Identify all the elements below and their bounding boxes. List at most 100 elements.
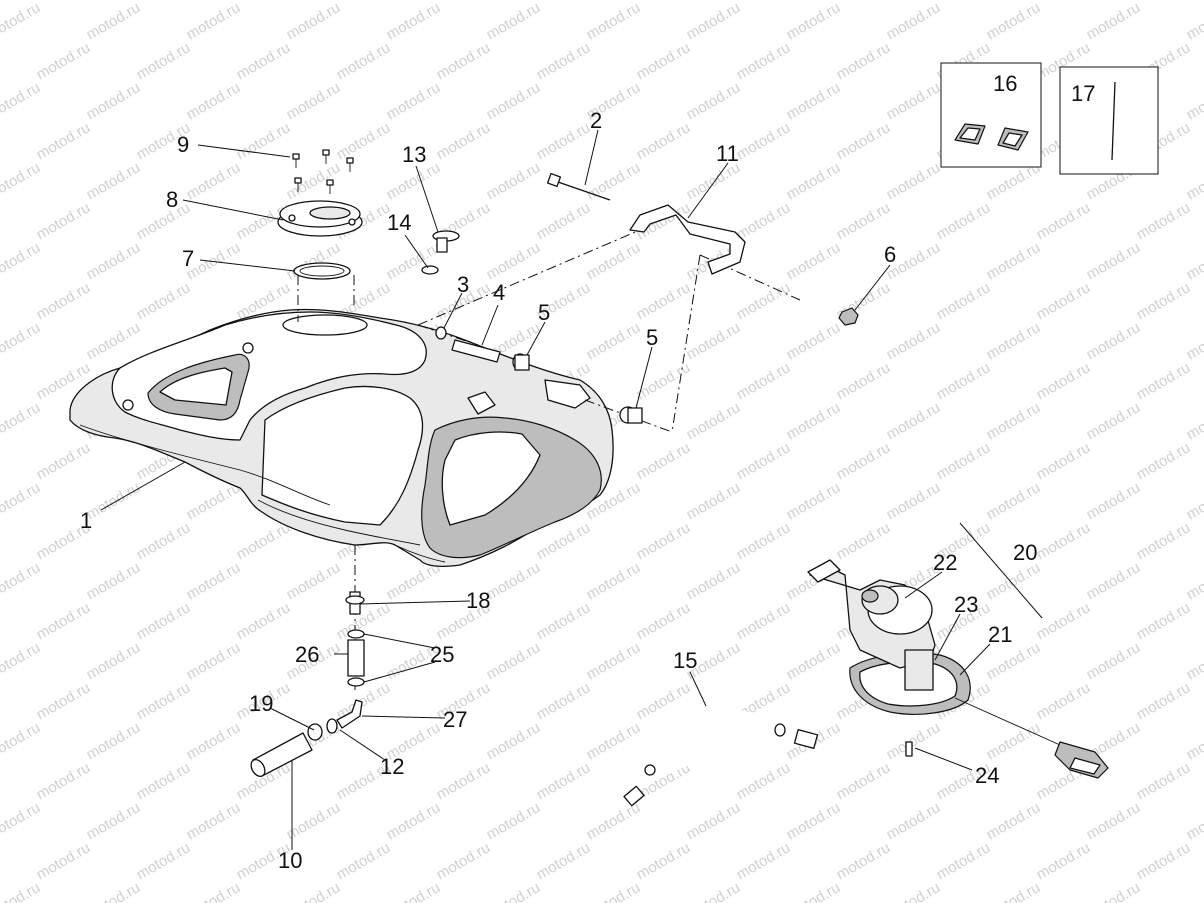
watermark-text: motod.ru xyxy=(484,559,544,603)
callout-5a: 5 xyxy=(538,300,550,325)
watermark-text: motod.ru xyxy=(134,759,194,803)
small-screw-part[interactable] xyxy=(905,741,913,757)
watermark-text: motod.ru xyxy=(334,839,394,883)
o-ring-part[interactable] xyxy=(421,265,439,275)
watermark-text: motod.ru xyxy=(1134,759,1194,803)
pin-rod-part[interactable] xyxy=(451,339,501,363)
watermark-text: motod.ru xyxy=(1134,359,1194,403)
watermark-text: motod.ru xyxy=(484,239,544,283)
spring-clamp-part[interactable] xyxy=(307,723,323,741)
callout-19: 19 xyxy=(249,691,273,716)
watermark-text: motod.ru xyxy=(534,679,594,723)
watermark-text: motod.ru xyxy=(584,239,644,283)
watermark-text: motod.ru xyxy=(1134,199,1194,243)
watermark-text: motod.ru xyxy=(34,599,94,643)
watermark-text: motod.ru xyxy=(384,239,444,283)
watermark-text: motod.ru xyxy=(1184,399,1204,443)
filler-flange-part[interactable] xyxy=(277,200,363,237)
watermark-text: motod.ru xyxy=(634,119,694,163)
watermark-text: motod.ru xyxy=(534,599,594,643)
part-17-inset[interactable] xyxy=(1059,66,1159,175)
watermark-text: motod.ru xyxy=(84,559,144,603)
watermark-text: motod.ru xyxy=(584,879,644,903)
short-hose-part[interactable] xyxy=(347,639,365,677)
watermark-text: motod.ru xyxy=(84,879,144,903)
watermark-text: motod.ru xyxy=(434,0,494,3)
watermark-text: motod.ru xyxy=(184,159,244,203)
watermark-text: motod.ru xyxy=(334,119,394,163)
watermark-text: motod.ru xyxy=(1034,359,1094,403)
watermark-text: motod.ru xyxy=(134,839,194,883)
cap-plug-part[interactable] xyxy=(432,230,460,253)
drain-hose-part[interactable] xyxy=(248,732,313,779)
watermark-text: motod.ru xyxy=(0,239,43,283)
watermark-text: motod.ru xyxy=(84,479,144,523)
watermark-text: motod.ru xyxy=(34,439,94,483)
watermark-text: motod.ru xyxy=(1084,319,1144,363)
callout-17: 17 xyxy=(1071,81,1095,106)
watermark-text: motod.ru xyxy=(184,0,244,43)
part-16-inset[interactable] xyxy=(940,62,1042,168)
watermark-text: motod.ru xyxy=(1084,639,1144,683)
outlet-fitting-part[interactable] xyxy=(345,591,365,615)
callout-25: 25 xyxy=(430,642,454,667)
watermark-text: motod.ru xyxy=(1134,679,1194,723)
watermark-text: motod.ru xyxy=(0,79,43,123)
watermark-text: motod.ru xyxy=(484,79,544,123)
callout-4: 4 xyxy=(493,280,505,305)
small-clamp-part[interactable] xyxy=(326,718,338,734)
watermark-text: motod.ru xyxy=(34,279,94,323)
watermark-text: motod.ru xyxy=(1084,399,1144,443)
watermark-text: motod.ru xyxy=(1184,639,1204,683)
nut-part[interactable] xyxy=(838,307,859,326)
rubber-bushing-part-2[interactable] xyxy=(619,406,643,424)
watermark-text: motod.ru xyxy=(1084,559,1144,603)
watermark-text: motod.ru xyxy=(1184,159,1204,203)
fuel-pump-assembly-part[interactable] xyxy=(807,559,1109,779)
watermark-text: motod.ru xyxy=(134,519,194,563)
watermark-text: motod.ru xyxy=(634,359,694,403)
watermark-text: motod.ru xyxy=(484,0,544,43)
watermark-text: motod.ru xyxy=(1184,799,1204,843)
watermark-text: motod.ru xyxy=(84,79,144,123)
rubber-bushing-part[interactable] xyxy=(512,353,530,371)
screws-part[interactable] xyxy=(292,149,354,194)
watermark-text: motod.ru xyxy=(334,0,394,3)
watermark-text: motod.ru xyxy=(84,239,144,283)
watermark-text: motod.ru xyxy=(134,39,194,83)
watermark-text: motod.ru xyxy=(884,319,944,363)
hose-clamp-part[interactable] xyxy=(347,629,365,687)
fuel-tank-part[interactable] xyxy=(69,308,614,567)
watermark-text: motod.ru xyxy=(734,839,794,883)
watermark-text: motod.ru xyxy=(84,159,144,203)
gasket-ring-part[interactable] xyxy=(293,262,351,280)
watermark-text: motod.ru xyxy=(634,839,694,883)
callout-9: 9 xyxy=(177,132,189,157)
watermark-text: motod.ru xyxy=(534,839,594,883)
watermark-text: motod.ru xyxy=(684,399,744,443)
elbow-fitting-part[interactable] xyxy=(336,699,363,729)
long-bolt-part[interactable] xyxy=(546,172,611,201)
watermark-text: motod.ru xyxy=(884,159,944,203)
watermark-text: motod.ru xyxy=(834,199,894,243)
mounting-bracket-part[interactable] xyxy=(629,204,746,275)
callout-7: 7 xyxy=(182,246,194,271)
watermark-text: motod.ru xyxy=(1034,679,1094,723)
watermark-text: motod.ru xyxy=(84,799,144,843)
watermark-text: motod.ru xyxy=(34,759,94,803)
watermark-text: motod.ru xyxy=(634,39,694,83)
watermark-text: motod.ru xyxy=(1134,839,1194,883)
watermark-text: motod.ru xyxy=(734,119,794,163)
watermark-text: motod.ru xyxy=(984,399,1044,443)
watermark-text: motod.ru xyxy=(834,439,894,483)
watermark-text: motod.ru xyxy=(434,39,494,83)
watermark-text: motod.ru xyxy=(984,879,1044,903)
watermark-text: motod.ru xyxy=(684,559,744,603)
watermark-text: motod.ru xyxy=(734,519,794,563)
watermark-text: motod.ru xyxy=(834,519,894,563)
watermark-text: motod.ru xyxy=(684,879,744,903)
watermark-text: motod.ru xyxy=(384,0,444,43)
fuel-line-part[interactable] xyxy=(623,707,819,807)
watermark-text: motod.ru xyxy=(884,879,944,903)
washer-part[interactable] xyxy=(435,326,447,340)
